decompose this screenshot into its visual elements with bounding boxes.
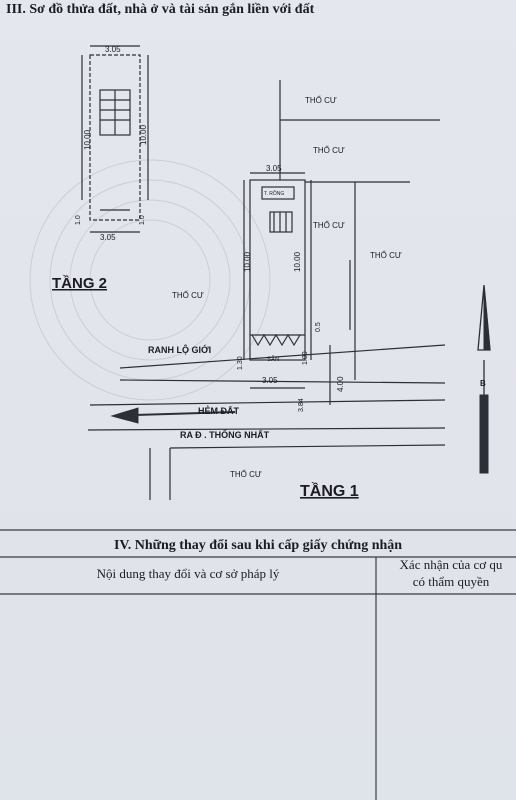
f1-side-left: 1.30 [237, 356, 244, 370]
land-plot-diagram: 3.05 3.05 10.00 10.00 1.0 1.0 TẦNG 2 3.0… [29, 45, 491, 500]
f2-length-left: 10.00 [83, 129, 92, 150]
neighbor-label-5: THỔ CƯ [172, 291, 204, 300]
f1-road-depth: 4.00 [336, 376, 345, 392]
floor1-top-room [261, 186, 295, 200]
f1-length-left: 10.00 [243, 251, 252, 272]
floor2-outline [89, 54, 141, 221]
neighbor-label-2: THỔ CƯ [313, 146, 345, 155]
f1-top-room: T. RỒNG [264, 190, 284, 197]
f2-width-bottom: 3.05 [100, 233, 116, 242]
f1-width-bottom: 3.05 [262, 376, 278, 385]
section-iv-title: IV. Những thay đổi sau khi cấp giấy chứn… [113, 538, 403, 553]
alley-direction-arrow [110, 407, 236, 424]
floor1-stair [269, 211, 293, 233]
north-arrow-icon [477, 284, 491, 474]
f1-side-right: 1.00 [302, 351, 309, 365]
neighbor-label-4: THỔ CƯ [370, 251, 402, 260]
f1-bottom-dim: 3.84 [298, 398, 305, 412]
f2-offset-left: 1.0 [75, 215, 82, 225]
neighbor-label-3: THỔ CƯ [313, 221, 345, 230]
alley-label: HẺM ĐẤT [198, 405, 239, 416]
section-iii-title: III. Sơ đồ thửa đất, nhà ở và tài sản gắ… [6, 2, 315, 17]
f1-width-top: 3.05 [266, 164, 282, 173]
road-label: RA Đ . THỐNG NHẤT [180, 429, 270, 440]
floor1-label: TẦNG 1 [300, 481, 359, 500]
f2-length-right: 10.00 [139, 124, 148, 145]
f2-width-top: 3.05 [105, 45, 121, 54]
confirm-line-2: có thẩm quyền [412, 574, 490, 589]
confirm-line-1: Xác nhận của cơ qu [399, 557, 503, 572]
f1-courtyard: SÂN [267, 356, 279, 363]
neighbor-label-1: THỔ CƯ [305, 96, 337, 105]
f2-offset-right: 1.0 [139, 215, 146, 225]
f1-right-offset: 0.5 [315, 322, 322, 332]
north-label: B [480, 379, 486, 388]
table-header-confirm: Xác nhận của cơ qu có thẩm quyền [386, 556, 516, 590]
neighbor-label-6: THỔ CƯ [230, 470, 262, 479]
floor1-plot [249, 179, 306, 361]
f1-length-right: 10.00 [293, 251, 302, 272]
floor2-label: TẦNG 2 [52, 275, 107, 292]
table-header-content: Nội dung thay đổi và cơ sở pháp lý [96, 566, 280, 581]
boundary-label: RANH LỘ GIỚI [148, 344, 211, 355]
